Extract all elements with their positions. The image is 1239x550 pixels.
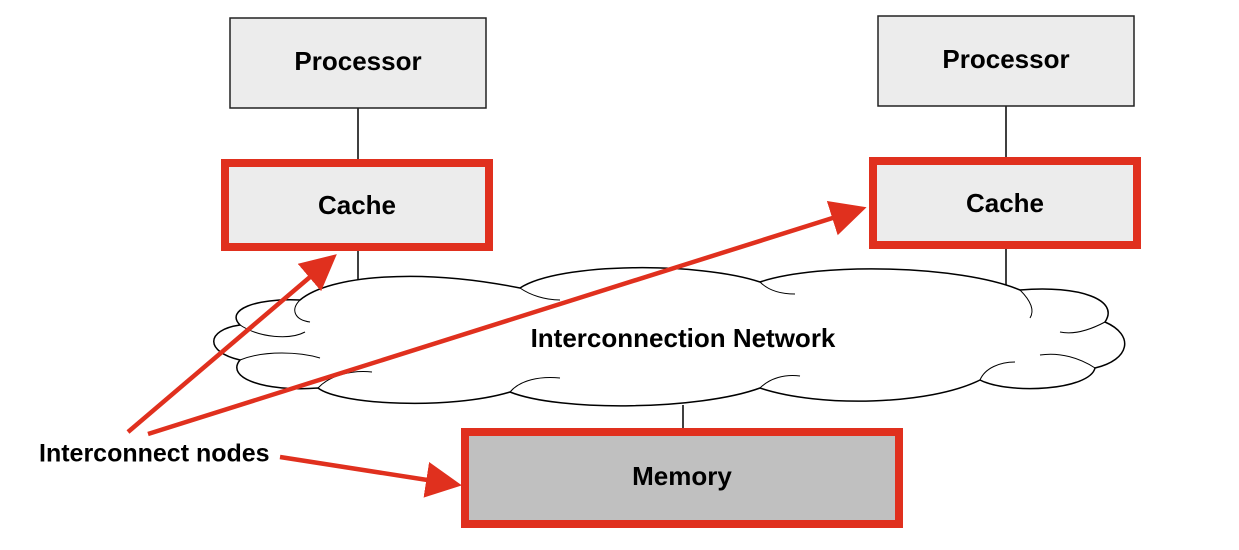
interconnection-network-label: Interconnection Network — [531, 323, 836, 353]
processor-right-label: Processor — [942, 44, 1069, 74]
callout-arrow-to-cache-left — [126, 254, 337, 434]
cache-right-label: Cache — [966, 188, 1044, 218]
processor-left-label: Processor — [294, 46, 421, 76]
callout-arrow-to-cache-right — [147, 200, 867, 437]
cache-left-node: Cache — [221, 159, 493, 251]
processor-right-node: Processor — [877, 15, 1135, 107]
interconnection-network-cloud: Interconnection Network — [213, 266, 1126, 407]
cache-right-node: Cache — [869, 157, 1141, 249]
processor-left-node: Processor — [229, 17, 487, 109]
callout-arrow-to-memory — [279, 454, 462, 498]
memory-label: Memory — [632, 461, 732, 491]
interconnect-nodes-label: Interconnect nodes — [39, 440, 270, 468]
memory-node: Memory — [461, 428, 903, 528]
cache-left-label: Cache — [318, 190, 396, 220]
